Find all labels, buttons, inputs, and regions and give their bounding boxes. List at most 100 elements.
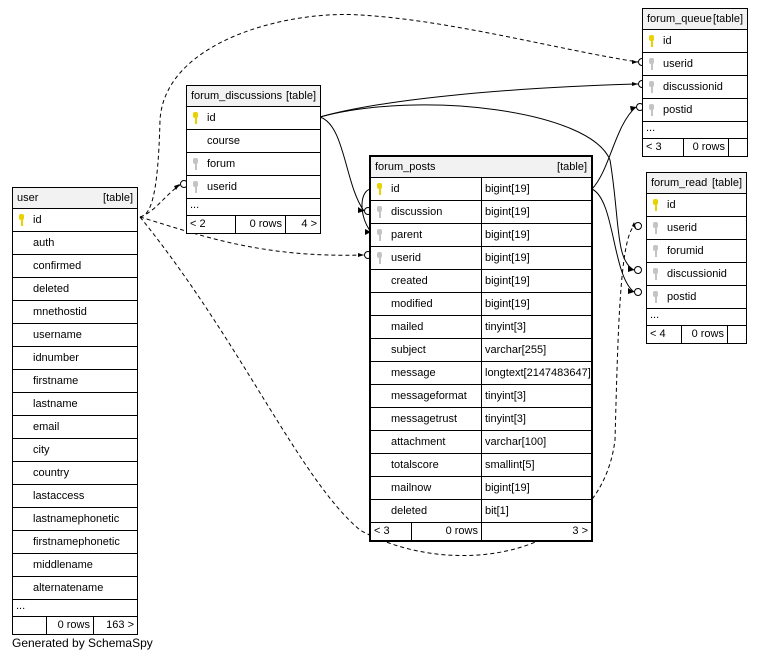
foreign-key-icon: [649, 104, 654, 116]
column-name: firstnamephonetic: [33, 536, 120, 548]
column-name: city: [33, 444, 50, 456]
parents-count[interactable]: < 3: [646, 141, 662, 153]
column-name: lastname: [33, 398, 78, 410]
column-row: firstname: [13, 370, 137, 393]
column-name: username: [33, 329, 82, 341]
table-footer: < 3 0 rows 3 >: [371, 523, 591, 540]
table-header: forum_read [table]: [647, 173, 746, 194]
column-type: varchar[100]: [481, 431, 591, 453]
column-name: idnumber: [33, 352, 79, 364]
column-name: mailed: [391, 321, 424, 333]
primary-key-icon: [377, 183, 382, 195]
column-row: id: [643, 30, 747, 53]
foreign-key-icon: [653, 245, 658, 257]
table-name: forum_queue: [647, 13, 712, 25]
column-type: bigint[19]: [481, 178, 591, 200]
column-name: middlename: [33, 559, 93, 571]
column-type: varchar[255]: [481, 339, 591, 361]
column-name: messageformat: [391, 390, 467, 402]
table-forum-discussions[interactable]: forum_discussions [table] id course foru…: [186, 85, 321, 234]
column-name: deleted: [33, 283, 70, 295]
column-row: lastnamephonetic: [13, 508, 137, 531]
parents-count[interactable]: < 3: [374, 525, 390, 537]
column-type: bigint[19]: [481, 201, 591, 223]
column-type: bigint[19]: [481, 477, 591, 499]
column-row: mnethostid: [13, 301, 137, 324]
column-row: course: [187, 130, 320, 153]
column-name: email: [33, 421, 60, 433]
column-row: userid bigint[19]: [371, 247, 591, 270]
children-count[interactable]: 163 >: [93, 617, 137, 634]
children-count[interactable]: [727, 326, 746, 343]
column-name: firstname: [33, 375, 79, 387]
column-row: subject varchar[255]: [371, 339, 591, 362]
column-row: id: [13, 209, 137, 232]
link-user-forum-posts-userid: [139, 216, 365, 256]
table-name: forum_discussions: [191, 90, 283, 102]
children-count[interactable]: 4 >: [285, 216, 320, 233]
column-name: discussionid: [667, 268, 727, 280]
children-count[interactable]: [728, 139, 747, 156]
table-forum-read[interactable]: forum_read [table] id userid forumid dis…: [646, 172, 747, 344]
row-count: 0 rows: [235, 216, 285, 233]
column-row: postid: [643, 99, 747, 122]
column-name: userid: [667, 222, 697, 234]
column-name: userid: [207, 181, 237, 193]
table-footer: < 4 0 rows: [647, 326, 746, 343]
column-name: id: [207, 112, 216, 124]
link-user-forum-read-userid: [139, 216, 635, 556]
parents-count[interactable]: [13, 617, 46, 634]
link-user-forum-queue-userid: [139, 13, 639, 218]
table-forum-queue[interactable]: forum_queue [table] id userid discussion…: [642, 8, 748, 157]
primary-key-icon: [653, 199, 658, 211]
column-row: email: [13, 416, 137, 439]
column-name: auth: [33, 237, 55, 249]
parents-count[interactable]: < 2: [190, 218, 206, 230]
foreign-key-icon: [193, 158, 198, 170]
column-name: discussionid: [663, 81, 723, 93]
foreign-key-icon: [649, 58, 654, 70]
parents-count[interactable]: < 4: [650, 328, 666, 340]
foreign-key-icon: [649, 81, 654, 93]
column-name: forumid: [667, 245, 704, 257]
column-row: deleted: [13, 278, 137, 301]
foreign-key-icon: [377, 229, 382, 241]
generated-by-label: Generated by SchemaSpy: [12, 636, 153, 650]
table-footer: 0 rows 163 >: [13, 617, 137, 634]
column-row: postid: [647, 286, 746, 309]
column-type: bigint[19]: [481, 293, 591, 315]
column-row: auth: [13, 232, 137, 255]
column-type: longtext[2147483647]: [481, 362, 591, 384]
children-count[interactable]: 3 >: [481, 523, 591, 540]
link-discussions-posts: [319, 116, 365, 212]
column-name: alternatename: [33, 582, 104, 594]
column-name: id: [667, 199, 676, 211]
column-name: subject: [391, 344, 426, 356]
column-row: confirmed: [13, 255, 137, 278]
foreign-key-icon: [377, 252, 382, 264]
column-type: bigint[19]: [481, 247, 591, 269]
column-type: bigint[19]: [481, 270, 591, 292]
more-columns: ...: [647, 309, 746, 326]
column-row: city: [13, 439, 137, 462]
column-name: id: [663, 35, 672, 47]
column-row: country: [13, 462, 137, 485]
primary-key-icon: [649, 35, 654, 47]
column-name: userid: [663, 58, 693, 70]
more-columns: ...: [643, 122, 747, 139]
column-row: discussionid: [647, 263, 746, 286]
column-name: userid: [391, 252, 421, 264]
table-tag: [table]: [557, 161, 587, 173]
